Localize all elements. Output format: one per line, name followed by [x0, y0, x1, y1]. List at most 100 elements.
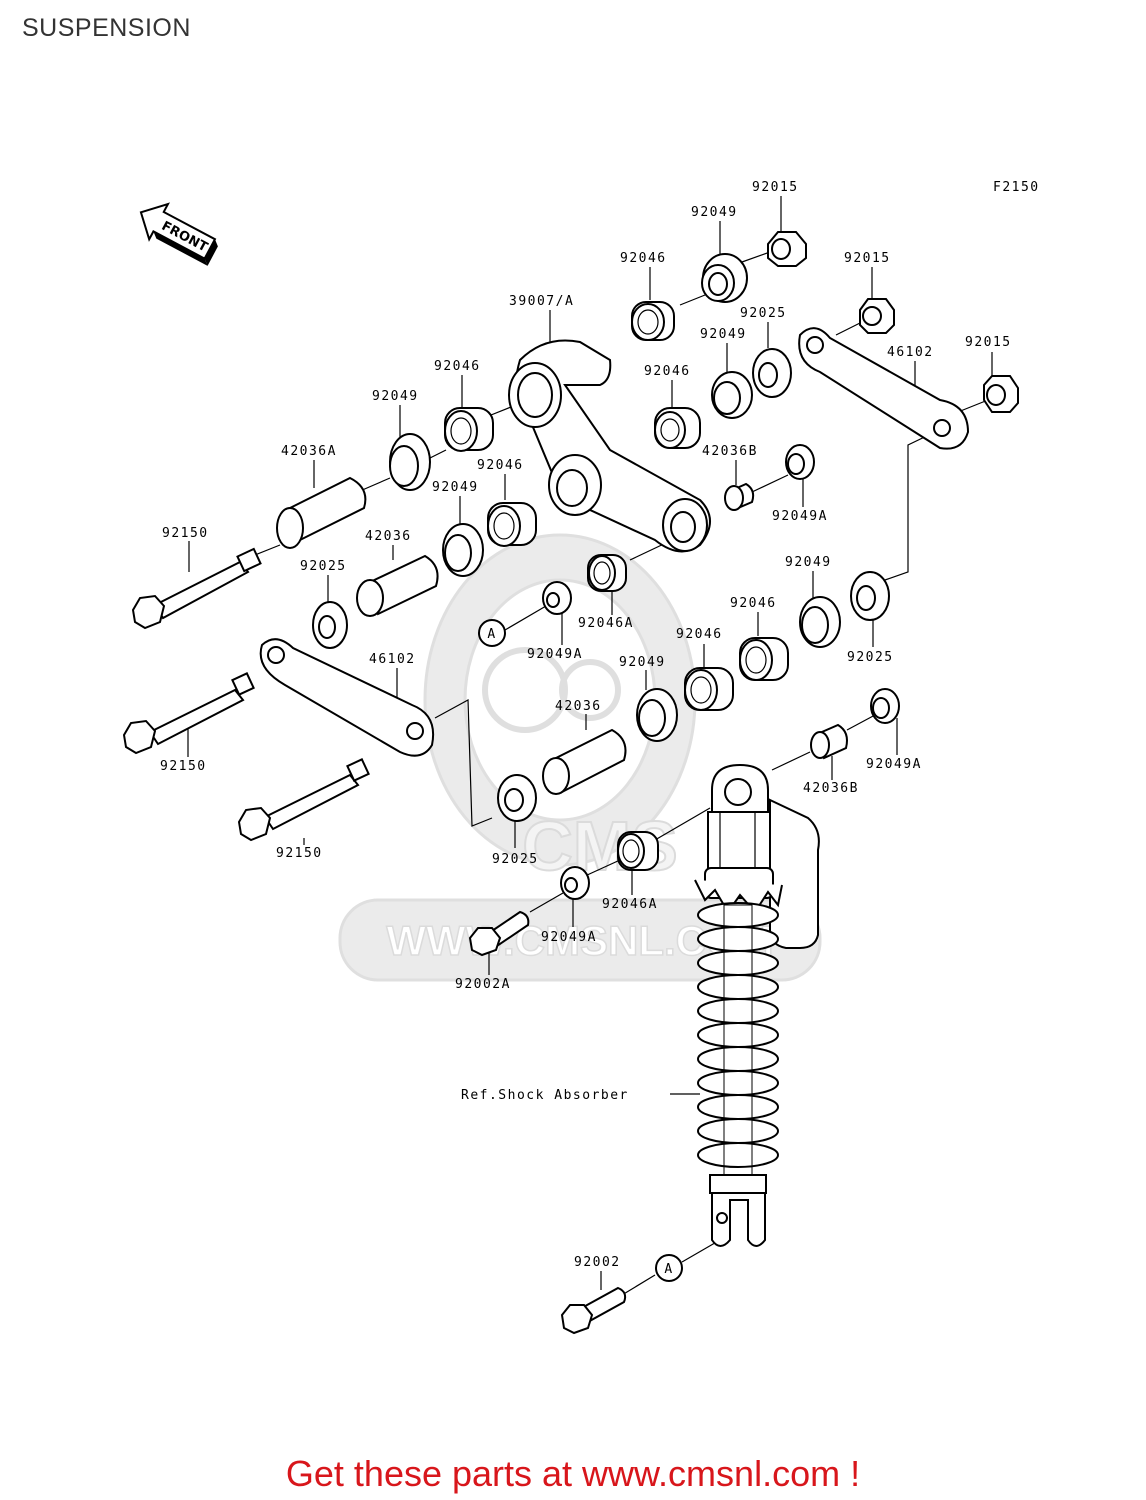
parts: A	[122, 231, 1019, 1335]
collar-92049-mid	[711, 371, 753, 419]
bearing-92046-left	[444, 407, 494, 452]
label-92046A: 92046A	[578, 616, 634, 631]
label-92049: 92049	[785, 555, 832, 570]
label-92150: 92150	[162, 526, 209, 541]
spring-coil	[697, 926, 779, 952]
bolt-92150-mid	[122, 672, 255, 755]
link-46102-right	[798, 327, 970, 450]
label-92015: 92015	[844, 251, 891, 266]
spring-coil	[697, 1022, 779, 1048]
label-39007-a: 39007/A	[509, 294, 574, 309]
label-92049: 92049	[619, 655, 666, 670]
reference-marker-a-top: A	[478, 619, 506, 647]
nut-92015-mid	[859, 298, 895, 334]
label-92049: 92049	[691, 205, 738, 220]
shock-absorber	[694, 763, 820, 1247]
bearing-92046-r1	[739, 637, 789, 681]
bearing-92046A-1	[587, 554, 627, 592]
collar-92049A-2	[542, 581, 572, 615]
collar-92049-left	[389, 433, 431, 491]
spring-coil	[697, 974, 779, 1000]
label-92049: 92049	[372, 389, 419, 404]
bolt-92002A	[468, 910, 530, 957]
collar-92049-right	[799, 596, 841, 648]
spring-coil	[697, 950, 779, 976]
label-46102: 46102	[887, 345, 934, 360]
spring-coil	[697, 1118, 779, 1144]
spring-coil	[697, 998, 779, 1024]
label-92049A: 92049A	[541, 930, 597, 945]
bearing-92046A-2	[617, 831, 659, 871]
bearing-92046-top	[631, 301, 675, 341]
rocker-arm-39007	[508, 339, 711, 553]
collar-92049-r2	[636, 688, 678, 742]
label-92002: 92002	[574, 1255, 621, 1270]
bearing-92046-2	[487, 502, 537, 547]
label-ref-shock-absorber: Ref.Shock Absorber	[461, 1088, 629, 1103]
sleeve-42036-1	[356, 554, 439, 617]
washer-92025-left	[312, 601, 348, 649]
reference-marker-a-bottom: A	[655, 1254, 683, 1282]
spring-coil	[697, 1094, 779, 1120]
bolt-92150-top	[131, 547, 262, 630]
bolt-92150-low	[237, 758, 370, 842]
label-92046: 92046	[477, 458, 524, 473]
label-92046: 92046	[730, 596, 777, 611]
label-92002A: 92002A	[455, 977, 511, 992]
label-92025: 92025	[300, 559, 347, 574]
sleeve-42036A	[276, 476, 367, 549]
spring-coil	[697, 1046, 779, 1072]
label-92049A: 92049A	[772, 509, 828, 524]
spring-coil	[697, 1070, 779, 1096]
front-arrow-icon: FRONT	[139, 202, 218, 266]
label-92015: 92015	[965, 335, 1012, 350]
washer-92025-right	[850, 571, 890, 621]
svg-text:A: A	[487, 627, 496, 642]
figure-code: F2150	[993, 180, 1040, 195]
label-42036B: 42036B	[803, 781, 859, 796]
label-92049A: 92049A	[866, 757, 922, 772]
shock-spring	[697, 902, 779, 1176]
label-92015: 92015	[752, 180, 799, 195]
label-92046: 92046	[644, 364, 691, 379]
collar-92049A-top	[785, 444, 815, 480]
label-92150: 92150	[276, 846, 323, 861]
part-labels: 92015 92049 92015 92046 92025 39007/A 92…	[160, 180, 1012, 1270]
spring-coil	[697, 1142, 779, 1168]
footer-link[interactable]: Get these parts at www.cmsnl.com !	[285, 1453, 861, 1494]
label-42036B: 42036B	[702, 444, 758, 459]
spring-coil	[697, 902, 779, 928]
collar-92049-top	[701, 253, 748, 303]
link-46102-left	[259, 638, 434, 757]
label-92046: 92046	[676, 627, 723, 642]
bearing-92046-r2	[684, 667, 734, 711]
collar-42036B-bot	[810, 723, 848, 760]
svg-text:A: A	[664, 1262, 673, 1277]
bearing-92046-mid	[654, 407, 701, 449]
nut-92015-top	[767, 231, 807, 267]
collar-92049A-4	[560, 866, 590, 900]
label-92049: 92049	[432, 480, 479, 495]
bolt-92002	[560, 1286, 627, 1335]
label-92049: 92049	[700, 327, 747, 342]
collar-92049-2	[442, 523, 484, 577]
washer-92025-top	[752, 348, 792, 398]
collar-92049A-3	[870, 688, 900, 724]
label-42036: 42036	[365, 529, 412, 544]
label-92046: 92046	[620, 251, 667, 266]
label-92046A: 92046A	[602, 897, 658, 912]
label-46102: 46102	[369, 652, 416, 667]
label-92025: 92025	[740, 306, 787, 321]
label-92150: 92150	[160, 759, 207, 774]
washer-92025-bottom	[497, 774, 537, 822]
label-42036: 42036	[555, 699, 602, 714]
label-92046: 92046	[434, 359, 481, 374]
page-title: SUSPENSION	[22, 14, 191, 42]
label-92025: 92025	[492, 852, 539, 867]
sleeve-42036-2	[542, 728, 627, 795]
label-42036A: 42036A	[281, 444, 337, 459]
label-92025: 92025	[847, 650, 894, 665]
label-92049A: 92049A	[527, 647, 583, 662]
collar-42036B-top	[724, 482, 755, 511]
